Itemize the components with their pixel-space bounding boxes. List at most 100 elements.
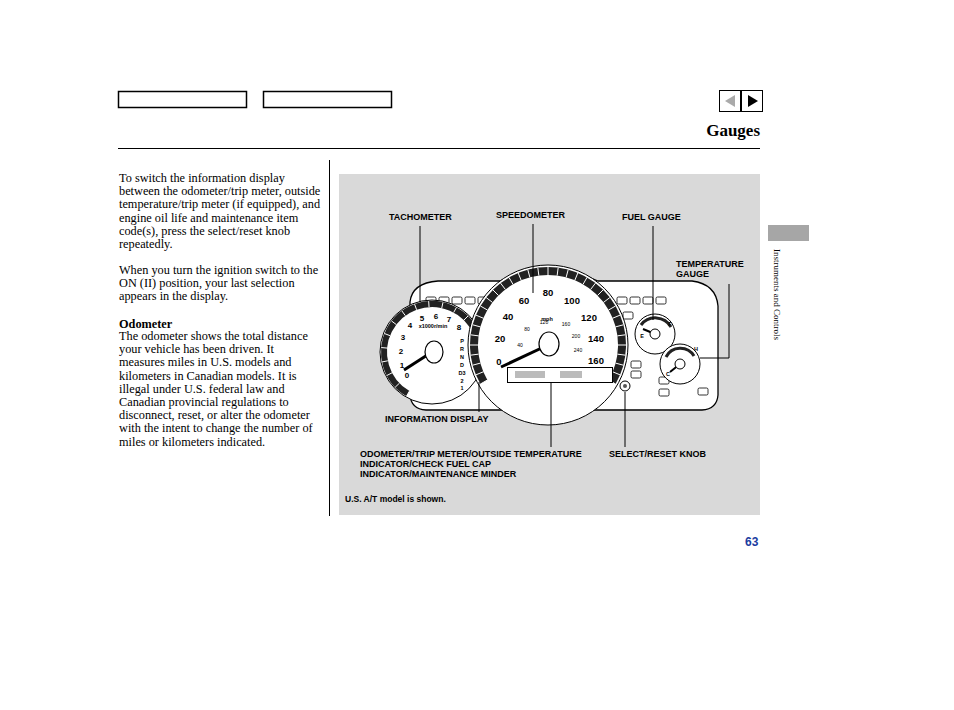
tachometer-number: 1	[400, 362, 404, 370]
callout-label: TEMPERATURE GAUGE	[676, 259, 756, 279]
figure-panel	[339, 174, 760, 515]
tick-mark	[597, 290, 603, 296]
tick-mark	[473, 363, 481, 365]
callout-label: INFORMATION DISPLAY	[385, 414, 489, 424]
scale-mark: H	[694, 347, 698, 353]
kmh-number: 80	[524, 327, 530, 332]
prev-arrow	[725, 95, 735, 107]
page-number: 63	[745, 535, 758, 549]
indicator-lamp	[617, 297, 627, 304]
tick-mark	[618, 345, 626, 346]
tachometer-number: 6	[434, 313, 438, 321]
temperature-gauge-dial	[660, 344, 700, 384]
needle-hub	[650, 329, 660, 339]
tick-mark	[613, 372, 620, 375]
tachometer-number: 7	[447, 316, 451, 324]
body-text: When you turn the ignition switch to the…	[119, 264, 321, 304]
section-tab-label: Instruments and Controls	[772, 249, 782, 340]
figure-note: U.S. A/T model is shown.	[345, 494, 446, 504]
kmh-number: 160	[562, 322, 570, 327]
speedometer-number: 140	[588, 334, 604, 344]
section-tab	[768, 225, 809, 241]
tick-mark	[476, 315, 483, 318]
indicator-lamp	[656, 297, 666, 304]
fuel-scale	[641, 318, 671, 327]
speedometer-number: 80	[543, 288, 554, 298]
tick-mark	[442, 302, 443, 308]
tick-mark	[480, 380, 487, 384]
tick-mark	[480, 306, 487, 310]
callout-label: SPEEDOMETER	[496, 210, 565, 220]
leader-line	[479, 382, 480, 412]
body-text: To switch the information display betwee…	[119, 172, 321, 251]
speedometer-number: 20	[495, 334, 506, 344]
tick-mark	[616, 325, 624, 327]
kmh-number: 120	[540, 320, 548, 325]
tick-mark	[384, 334, 390, 336]
leader-line	[551, 383, 552, 447]
speedometer-number: 160	[588, 356, 604, 366]
kmh-number: 40	[517, 343, 523, 348]
needle-hub	[675, 359, 685, 369]
select-reset-knob	[620, 381, 630, 391]
kmh-number: 200	[572, 334, 580, 339]
speedometer-number: 100	[564, 296, 580, 306]
tachometer-ring	[384, 304, 480, 394]
scale-mark: 1	[460, 386, 463, 392]
tachometer-number: 2	[399, 348, 403, 356]
needle-hub	[425, 341, 443, 363]
tick-mark	[381, 347, 387, 349]
scale-mark: x1000r/min	[419, 324, 448, 330]
leader-line	[533, 224, 534, 293]
indicator-lamp	[631, 371, 641, 378]
tick-mark	[415, 304, 417, 310]
trip-digits	[560, 371, 582, 378]
header-rule	[118, 148, 760, 149]
tick-mark	[395, 383, 399, 387]
tick-mark	[454, 307, 457, 312]
speedometer-number: 120	[581, 313, 597, 323]
indicator-lamp	[698, 388, 708, 395]
tick-mark	[382, 361, 388, 362]
speedometer-number: 60	[519, 296, 530, 306]
indicator-lamp	[643, 297, 653, 304]
nav-button	[720, 91, 741, 112]
tick-mark	[501, 283, 506, 289]
indicator-lamp	[623, 312, 633, 319]
section-title: Gauges	[706, 121, 760, 141]
tick-mark	[583, 277, 587, 284]
tick-mark	[470, 345, 478, 346]
callout-label: FUEL GAUGE	[622, 212, 681, 222]
nav-box	[264, 92, 392, 108]
tick-mark	[548, 267, 549, 275]
callout-label: ODOMETER/TRIP METER/OUTSIDE TEMPERATURE …	[360, 449, 594, 479]
indicator-lamp	[465, 297, 475, 304]
tachometer-number: 0	[405, 372, 409, 380]
information-display	[508, 368, 613, 383]
tick-mark	[528, 270, 530, 278]
leader-lines	[420, 224, 729, 447]
tick-mark	[557, 268, 558, 276]
scale-mark: N	[460, 355, 464, 361]
tick-mark	[591, 283, 596, 289]
tick-mark	[407, 391, 410, 396]
tick-mark	[617, 354, 625, 355]
indicator-lamp	[452, 297, 462, 304]
scale-mark: D3	[458, 371, 465, 377]
callout-label: TACHOMETER	[389, 212, 452, 222]
callout-label: SELECT/RESET KNOB	[609, 449, 706, 459]
tick-mark	[392, 321, 397, 325]
speedometer-ticks	[470, 267, 626, 384]
tick-mark	[613, 315, 620, 318]
knob-center	[623, 384, 627, 388]
scale-mark: F	[668, 322, 671, 328]
tick-mark	[538, 268, 539, 276]
tick-mark	[575, 273, 578, 280]
indicator-lamp	[630, 297, 640, 304]
scale-mark: R	[460, 347, 464, 353]
odometer-digits	[515, 371, 545, 378]
temperature-scale	[666, 348, 694, 357]
tick-mark	[471, 335, 479, 336]
tachometer-number: 3	[401, 334, 405, 342]
